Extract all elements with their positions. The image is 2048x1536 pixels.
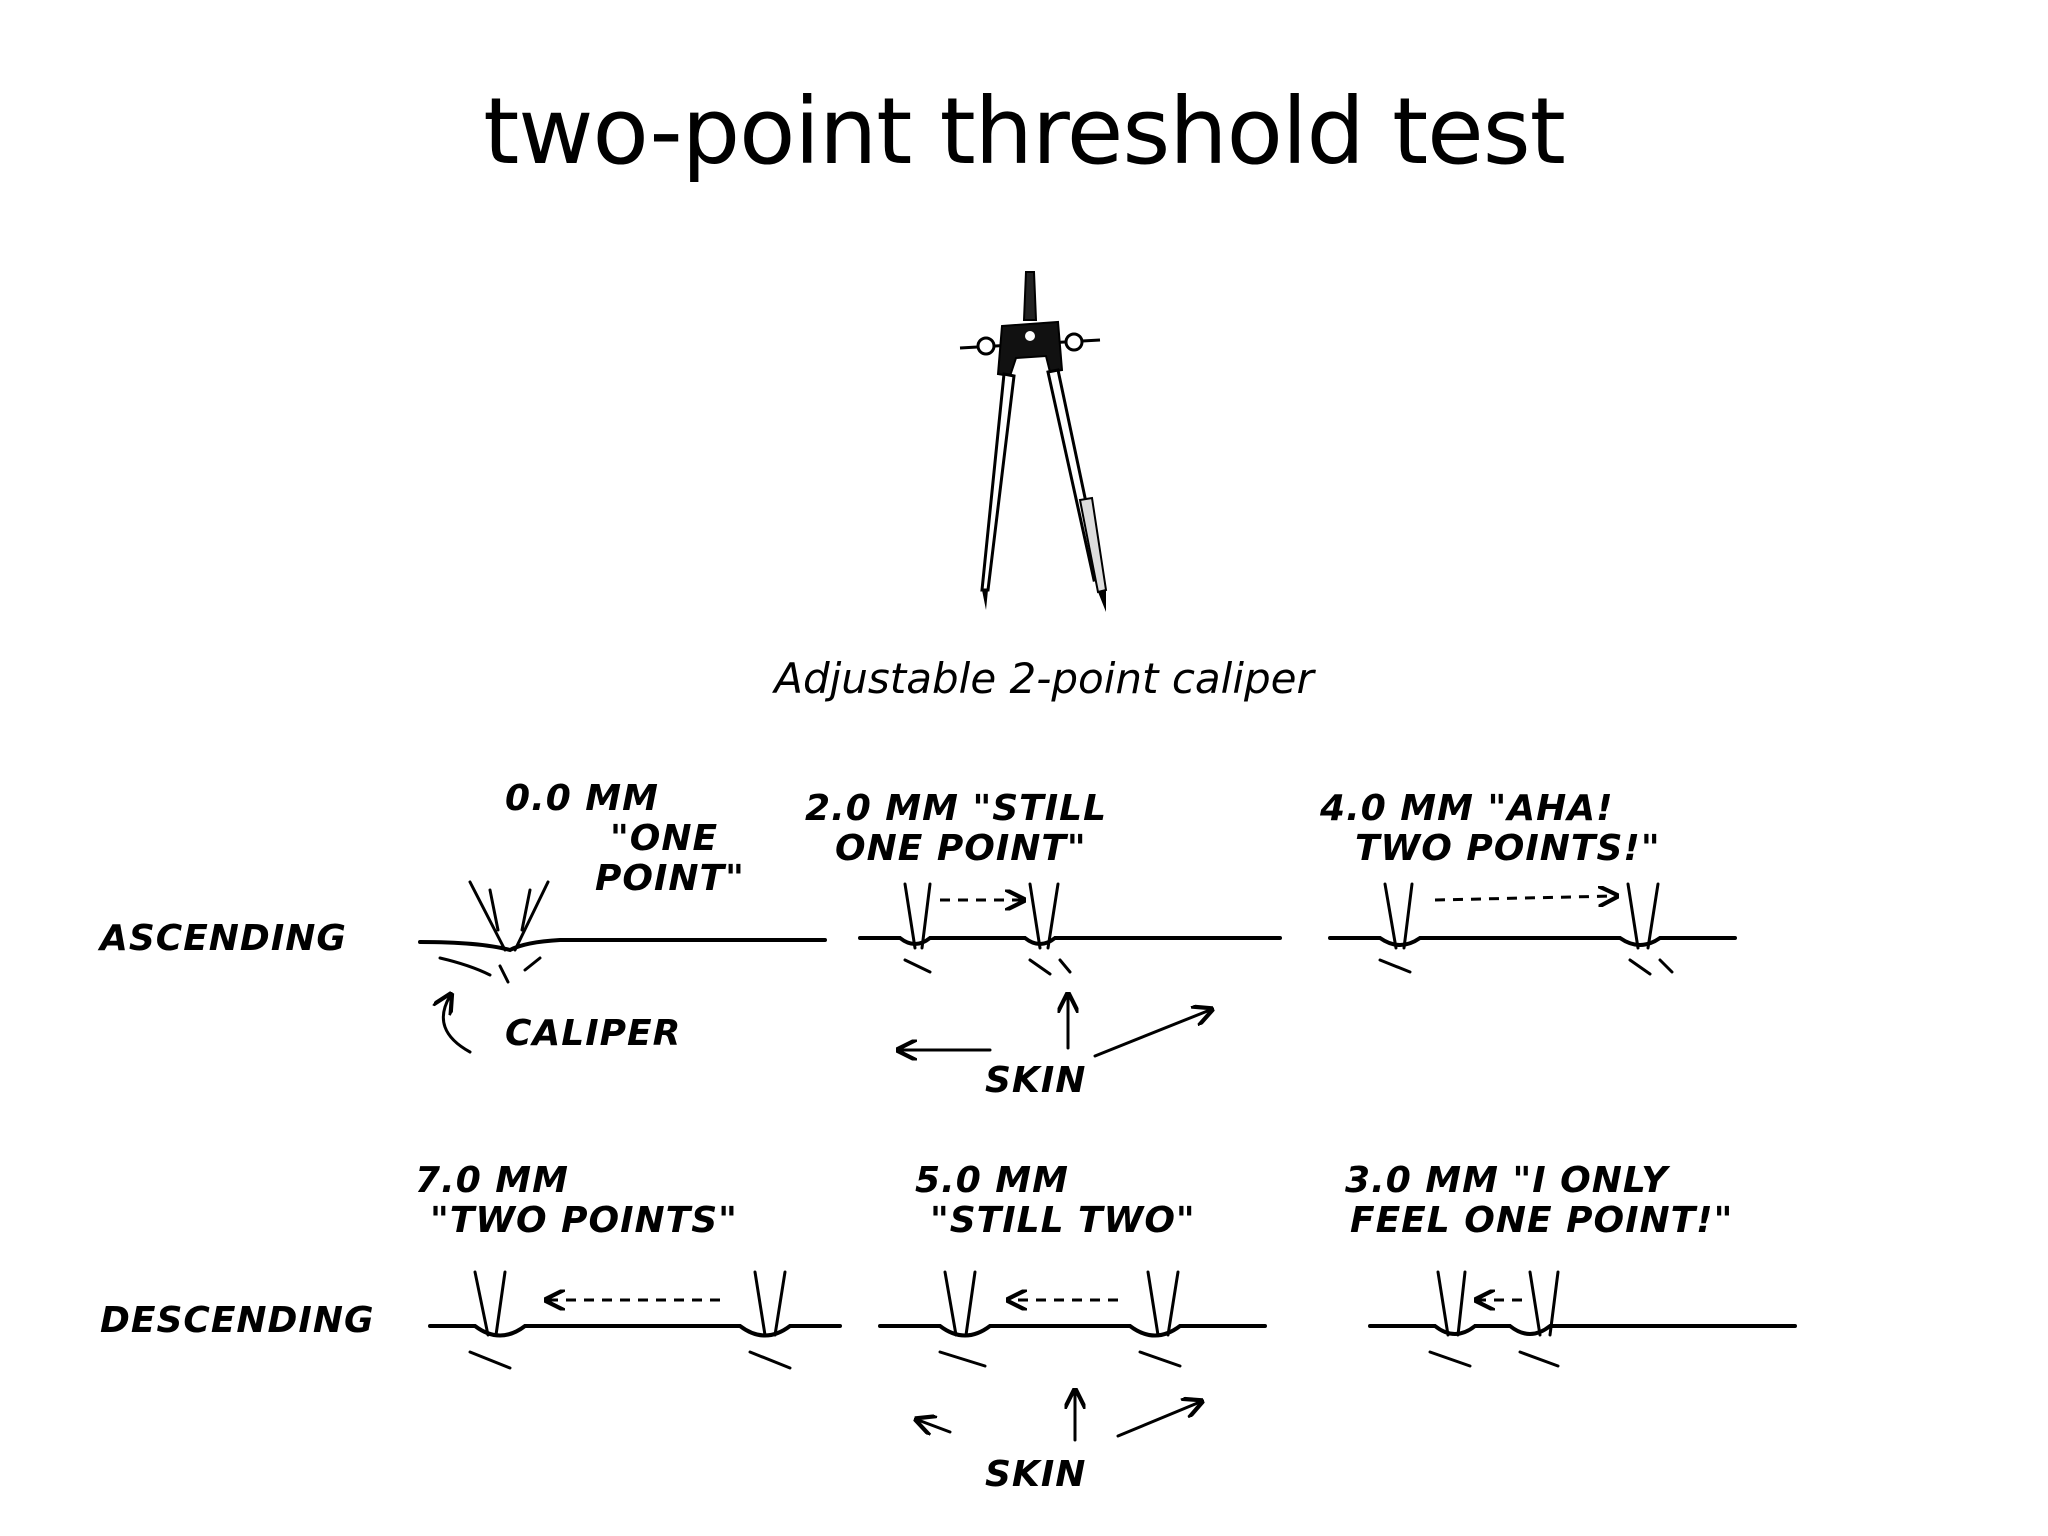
panel-asc-2mm-line1: 2.0 MM "STILL <box>805 788 1107 829</box>
panel-asc-4mm-line2: TWO POINTS!" <box>1355 828 1661 869</box>
panel-asc-2mm: 2.0 MM "STILL ONE POINT" <box>805 788 1282 976</box>
panel-asc-0mm: 0.0 MM "ONE POINT" <box>418 778 827 984</box>
panel-desc-5mm: 5.0 MM "STILL TWO" <box>878 1160 1267 1368</box>
panel-desc-3mm-line1: 3.0 MM "I ONLY <box>1345 1160 1671 1201</box>
threshold-diagram: ASCENDING 0.0 MM "ONE POINT" 2.0 MM "STI… <box>97 778 1797 1495</box>
panel-asc-0mm-line1: 0.0 MM <box>505 778 659 819</box>
panel-desc-5mm-line1: 5.0 MM <box>915 1160 1069 1201</box>
descending-label: DESCENDING <box>100 1300 375 1341</box>
panel-asc-4mm-line1: 4.0 MM "AHA! <box>1319 788 1614 829</box>
caliper-icon <box>959 271 1108 612</box>
caliper-caption: Adjustable 2-point caliper <box>774 654 1314 703</box>
panel-asc-0mm-line3: POINT" <box>595 858 745 899</box>
skin-annotation-bottom: SKIN <box>985 1454 1086 1495</box>
panel-desc-3mm: 3.0 MM "I ONLY FEEL ONE POINT!" <box>1345 1160 1797 1368</box>
panel-desc-7mm-line2: "TWO POINTS" <box>430 1200 738 1241</box>
caliper-annotation: CALIPER <box>505 1013 681 1054</box>
ascending-label: ASCENDING <box>97 918 347 959</box>
page-title: two-point threshold test <box>483 78 1566 185</box>
panel-desc-5mm-line2: "STILL TWO" <box>930 1200 1196 1241</box>
skin-annotation-top: SKIN <box>985 1060 1086 1101</box>
panel-asc-4mm: 4.0 MM "AHA! TWO POINTS!" <box>1319 788 1737 976</box>
panel-desc-7mm-line1: 7.0 MM <box>415 1160 569 1201</box>
panel-asc-0mm-line2: "ONE <box>610 818 718 859</box>
panel-desc-3mm-line2: FEEL ONE POINT!" <box>1350 1200 1733 1241</box>
panel-asc-2mm-line2: ONE POINT" <box>835 828 1087 869</box>
panel-desc-7mm: 7.0 MM "TWO POINTS" <box>415 1160 842 1370</box>
